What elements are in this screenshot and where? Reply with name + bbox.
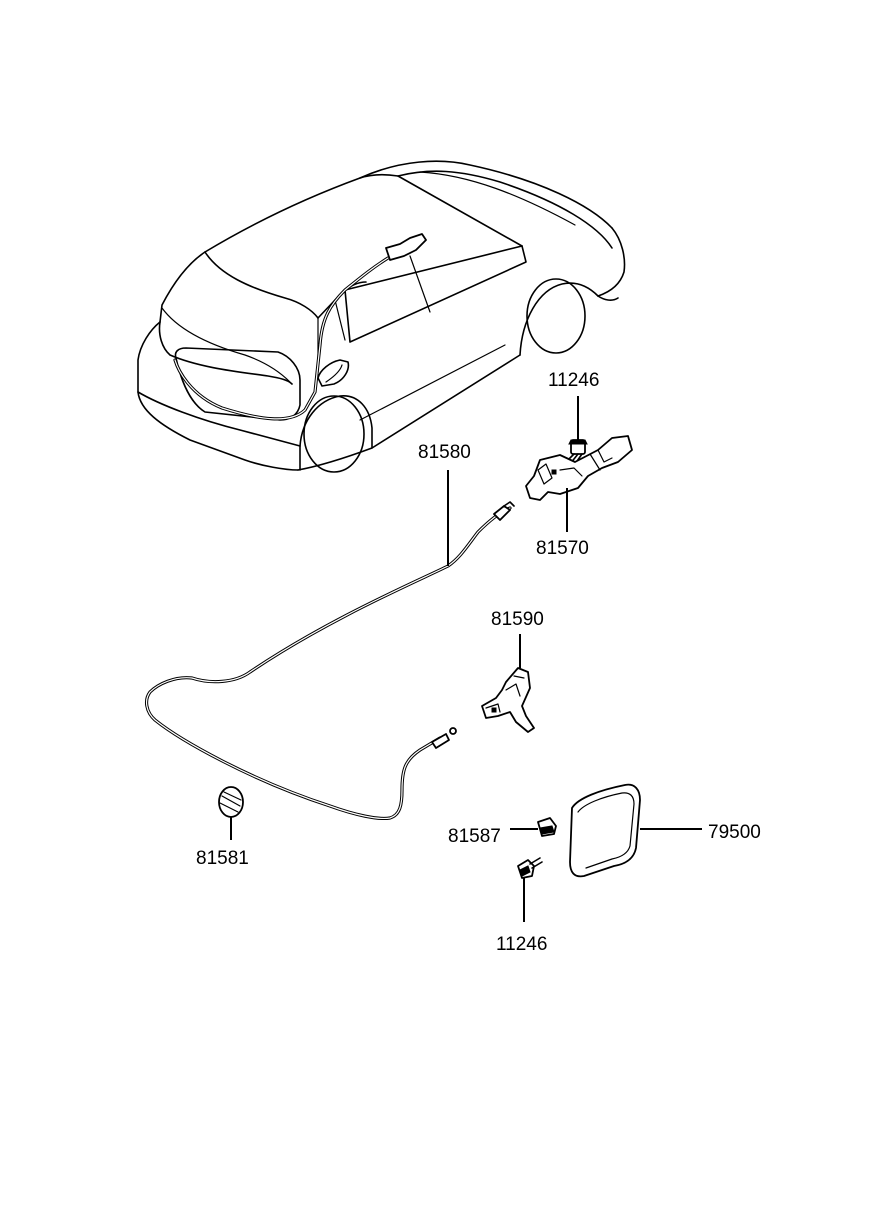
label-grommet: 81581 (196, 848, 249, 869)
fuel-door-icon (569, 783, 641, 878)
bolt-lower-icon (517, 857, 543, 879)
opener-lever-assembly-icon (525, 435, 633, 501)
label-door-bumper: 81587 (448, 826, 501, 847)
label-opener-cable: 81580 (418, 442, 471, 463)
label-door-latch: 81590 (491, 609, 544, 630)
label-opener-lever: 81570 (536, 538, 589, 559)
opener-cable-icon (144, 501, 515, 821)
label-bolt-lower: 11246 (496, 934, 547, 955)
vehicle-illustration (137, 160, 626, 473)
label-fuel-door: 79500 (708, 822, 761, 843)
door-bumper-icon (537, 817, 557, 837)
label-bolt-upper: 11246 (548, 370, 599, 391)
door-latch-icon (481, 667, 535, 733)
grommet-icon (218, 786, 244, 818)
